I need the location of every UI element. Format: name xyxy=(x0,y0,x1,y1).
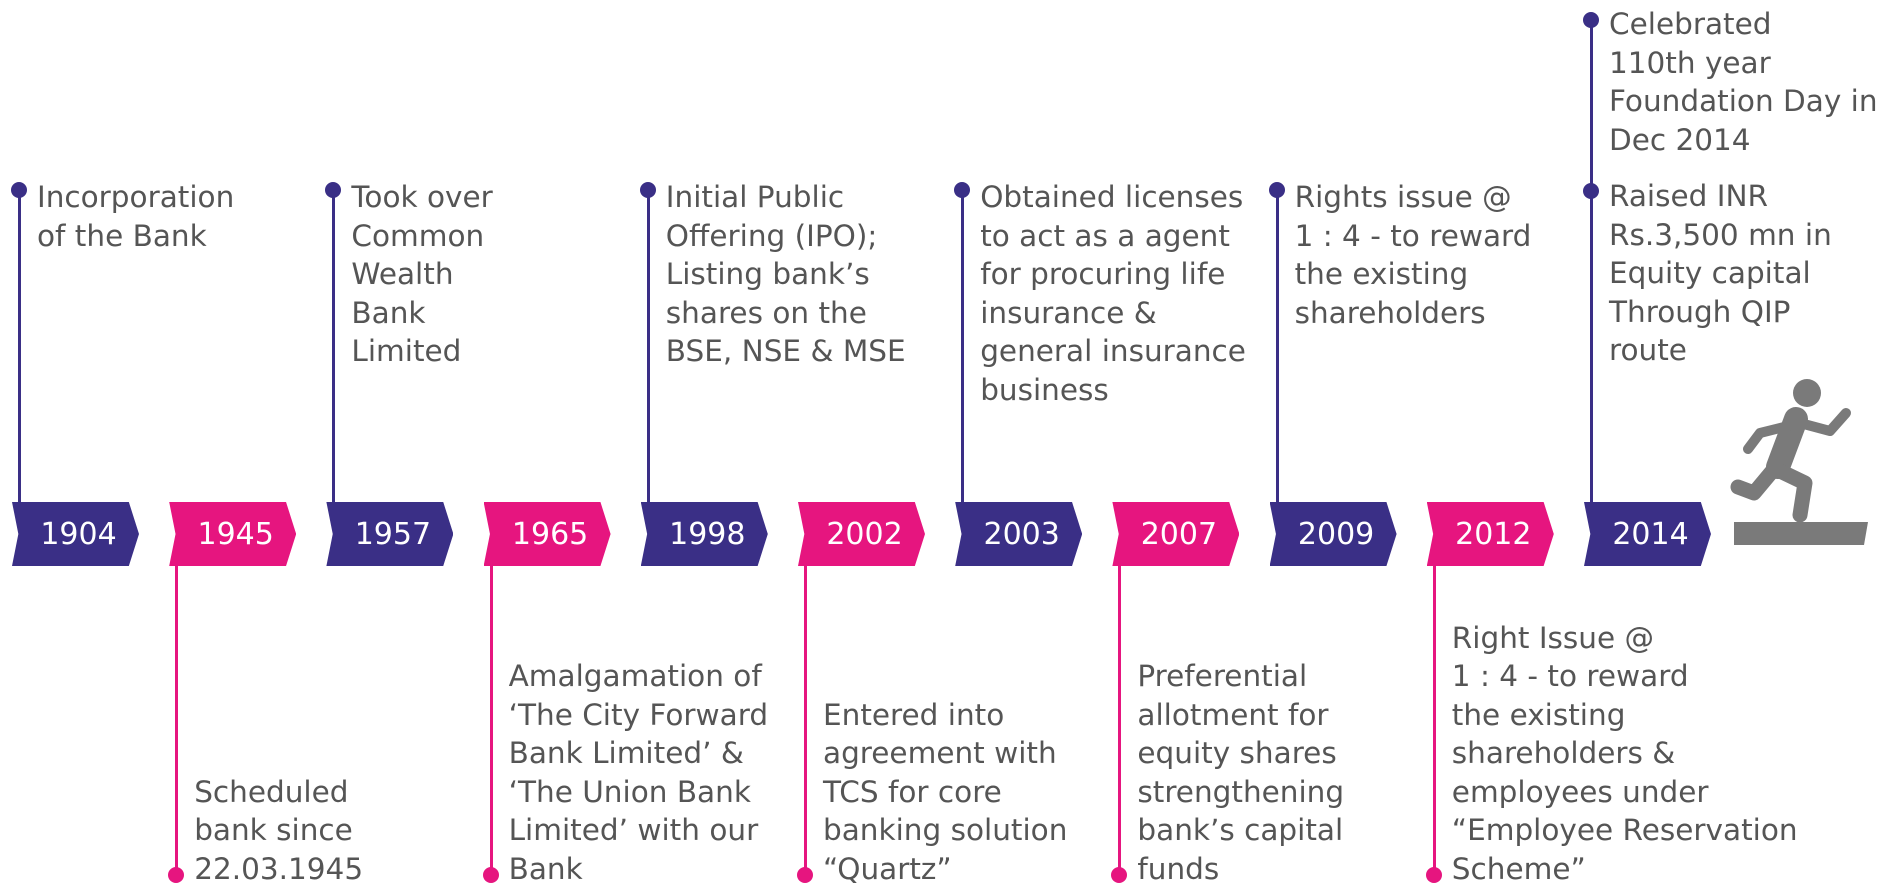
event-label-2012: Right Issue @ 1 : 4 - to reward the exis… xyxy=(1452,619,1798,888)
event-dot xyxy=(483,867,499,883)
event-label-2009: Rights issue @ 1 : 4 - to reward the exi… xyxy=(1295,178,1532,332)
event-label-1945: Scheduled bank since 22.03.1945 xyxy=(194,773,363,888)
event-dot xyxy=(168,867,184,883)
event-dot xyxy=(954,182,970,198)
year-marker-2002: 2002 xyxy=(798,502,925,566)
year-marker-1957: 1957 xyxy=(326,502,453,566)
year-marker-1945: 1945 xyxy=(169,502,296,566)
year-marker-1998: 1998 xyxy=(641,502,768,566)
connector-line xyxy=(18,190,21,502)
year-marker-1965: 1965 xyxy=(484,502,611,566)
connector-line xyxy=(1276,190,1279,502)
connector-line xyxy=(332,190,335,502)
person-stepping-up-icon xyxy=(1730,375,1868,555)
event-dot xyxy=(1269,182,1285,198)
connector-line xyxy=(1590,18,1593,502)
event-label-2014: Raised INR Rs.3,500 mn in Equity capital… xyxy=(1609,177,1832,370)
connector-line xyxy=(961,190,964,502)
event-label-2014: Celebrated 110th year Foundation Day in … xyxy=(1609,5,1878,159)
year-marker-2009: 2009 xyxy=(1270,502,1397,566)
event-dot xyxy=(1111,867,1127,883)
year-marker-2014: 2014 xyxy=(1584,502,1711,566)
event-dot xyxy=(797,867,813,883)
connector-line xyxy=(1433,566,1436,870)
event-dot xyxy=(325,182,341,198)
event-dot xyxy=(640,182,656,198)
connector-line xyxy=(647,190,650,502)
event-label-1904: Incorporation of the Bank xyxy=(37,178,234,255)
event-label-2007: Preferential allotment for equity shares… xyxy=(1137,657,1344,888)
connector-line xyxy=(175,566,178,870)
event-label-1998: Initial Public Offering (IPO); Listing b… xyxy=(666,178,906,371)
year-marker-2007: 2007 xyxy=(1112,502,1239,566)
event-label-1957: Took over Common Wealth Bank Limited xyxy=(351,178,492,371)
year-marker-2003: 2003 xyxy=(955,502,1082,566)
event-label-2002: Entered into agreement with TCS for core… xyxy=(823,696,1067,888)
connector-line xyxy=(1118,566,1121,870)
year-marker-2012: 2012 xyxy=(1427,502,1554,566)
event-label-1965: Amalgamation of ‘The City Forward Bank L… xyxy=(509,657,768,888)
event-label-2003: Obtained licenses to act as a agent for … xyxy=(980,178,1246,409)
connector-line xyxy=(804,566,807,870)
event-dot xyxy=(11,182,27,198)
event-dot xyxy=(1583,183,1599,199)
connector-line xyxy=(490,566,493,870)
year-marker-1904: 1904 xyxy=(12,502,139,566)
event-dot xyxy=(1426,867,1442,883)
event-dot xyxy=(1583,12,1599,28)
